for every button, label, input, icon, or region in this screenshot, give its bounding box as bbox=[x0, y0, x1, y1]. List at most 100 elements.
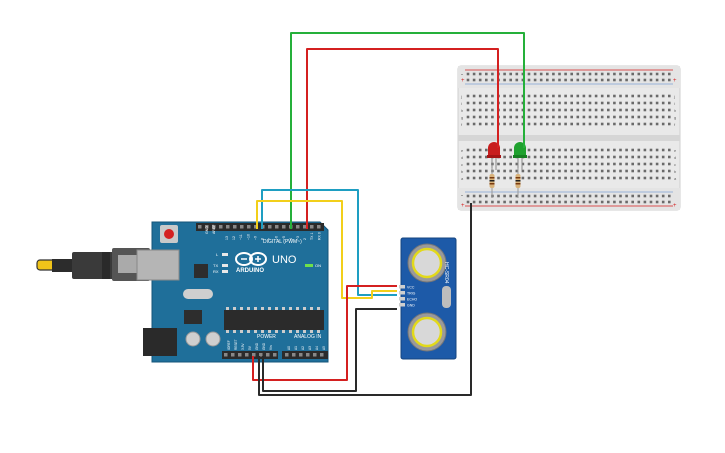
breadboard-hole[interactable] bbox=[472, 115, 476, 119]
breadboard-hole[interactable] bbox=[661, 94, 665, 98]
breadboard-hole[interactable] bbox=[570, 108, 573, 112]
breadboard-hole[interactable] bbox=[631, 148, 634, 152]
breadboard-hole[interactable] bbox=[613, 176, 616, 180]
breadboard-hole[interactable] bbox=[570, 72, 573, 76]
breadboard-hole[interactable] bbox=[509, 194, 512, 198]
breadboard-hole[interactable] bbox=[582, 176, 586, 180]
power-pin-hole[interactable] bbox=[238, 353, 242, 357]
breadboard-hole[interactable] bbox=[509, 200, 512, 204]
breadboard-hole[interactable] bbox=[552, 200, 555, 204]
breadboard-hole[interactable] bbox=[588, 122, 592, 126]
breadboard-hole[interactable] bbox=[478, 78, 482, 82]
breadboard-hole[interactable] bbox=[509, 169, 512, 173]
breadboard-hole[interactable] bbox=[613, 108, 616, 112]
breadboard-hole[interactable] bbox=[491, 94, 494, 98]
breadboard-hole[interactable] bbox=[552, 78, 555, 82]
breadboard-hole[interactable] bbox=[466, 94, 470, 98]
breadboard-hole[interactable] bbox=[600, 78, 604, 82]
breadboard-hole[interactable] bbox=[582, 169, 586, 173]
breadboard-hole[interactable] bbox=[600, 200, 604, 204]
digital-header[interactable] bbox=[196, 223, 324, 231]
breadboard-hole[interactable] bbox=[521, 101, 525, 105]
breadboard-hole[interactable] bbox=[539, 72, 543, 76]
breadboard-hole[interactable] bbox=[613, 78, 616, 82]
power-pin-hole[interactable] bbox=[259, 353, 263, 357]
breadboard-hole[interactable] bbox=[607, 78, 610, 82]
breadboard-hole[interactable] bbox=[546, 155, 549, 159]
digital-pin-hole[interactable] bbox=[303, 225, 307, 229]
breadboard-hole[interactable] bbox=[668, 169, 671, 173]
breadboard-hole[interactable] bbox=[466, 148, 470, 152]
breadboard-hole[interactable] bbox=[576, 108, 580, 112]
breadboard-hole[interactable] bbox=[539, 101, 543, 105]
breadboard-hole[interactable] bbox=[594, 162, 598, 166]
breadboard-hole[interactable] bbox=[564, 176, 567, 180]
breadboard-hole[interactable] bbox=[625, 169, 628, 173]
breadboard-hole[interactable] bbox=[570, 169, 573, 173]
power-pin-hole[interactable] bbox=[266, 353, 270, 357]
breadboard-hole[interactable] bbox=[613, 162, 616, 166]
breadboard-hole[interactable] bbox=[558, 122, 561, 126]
breadboard-hole[interactable] bbox=[491, 122, 494, 126]
breadboard-hole[interactable] bbox=[582, 162, 586, 166]
breadboard-hole[interactable] bbox=[558, 155, 561, 159]
breadboard-hole[interactable] bbox=[533, 108, 537, 112]
breadboard-hole[interactable] bbox=[655, 162, 659, 166]
breadboard-hole[interactable] bbox=[576, 72, 580, 76]
breadboard-hole[interactable] bbox=[625, 94, 628, 98]
breadboard-hole[interactable] bbox=[533, 162, 537, 166]
breadboard-hole[interactable] bbox=[631, 122, 634, 126]
breadboard-hole[interactable] bbox=[491, 72, 494, 76]
breadboard-hole[interactable] bbox=[558, 101, 561, 105]
digital-pin-hole[interactable] bbox=[226, 225, 230, 229]
breadboard-hole[interactable] bbox=[533, 194, 537, 198]
breadboard-hole[interactable] bbox=[655, 108, 659, 112]
breadboard-hole[interactable] bbox=[643, 148, 647, 152]
breadboard-hole[interactable] bbox=[649, 108, 653, 112]
breadboard-hole[interactable] bbox=[588, 162, 592, 166]
breadboard-hole[interactable] bbox=[491, 200, 494, 204]
breadboard-hole[interactable] bbox=[497, 162, 500, 166]
breadboard-hole[interactable] bbox=[582, 101, 586, 105]
breadboard-hole[interactable] bbox=[546, 200, 549, 204]
breadboard-hole[interactable] bbox=[491, 101, 494, 105]
breadboard-hole[interactable] bbox=[478, 155, 482, 159]
breadboard-hole[interactable] bbox=[594, 122, 598, 126]
breadboard-hole[interactable] bbox=[637, 162, 641, 166]
breadboard-hole[interactable] bbox=[485, 162, 488, 166]
breadboard-hole[interactable] bbox=[625, 115, 628, 119]
breadboard-hole[interactable] bbox=[668, 78, 671, 82]
breadboard-hole[interactable] bbox=[503, 78, 506, 82]
breadboard-hole[interactable] bbox=[631, 108, 634, 112]
breadboard-hole[interactable] bbox=[485, 194, 488, 198]
breadboard-hole[interactable] bbox=[619, 155, 622, 159]
breadboard-hole[interactable] bbox=[637, 78, 641, 82]
breadboard-hole[interactable] bbox=[564, 155, 567, 159]
breadboard-hole[interactable] bbox=[588, 148, 592, 152]
breadboard-hole[interactable] bbox=[643, 155, 647, 159]
breadboard-hole[interactable] bbox=[478, 101, 482, 105]
breadboard-hole[interactable] bbox=[478, 200, 482, 204]
breadboard-hole[interactable] bbox=[564, 94, 567, 98]
breadboard-hole[interactable] bbox=[588, 78, 592, 82]
breadboard-hole[interactable] bbox=[503, 200, 506, 204]
breadboard-hole[interactable] bbox=[546, 169, 549, 173]
breadboard-hole[interactable] bbox=[515, 101, 519, 105]
breadboard-hole[interactable] bbox=[472, 78, 476, 82]
breadboard-hole[interactable] bbox=[643, 94, 647, 98]
digital-pin-hole[interactable] bbox=[296, 225, 300, 229]
breadboard-hole[interactable] bbox=[613, 115, 616, 119]
breadboard-hole[interactable] bbox=[607, 122, 610, 126]
breadboard-hole[interactable] bbox=[478, 169, 482, 173]
breadboard-hole[interactable] bbox=[527, 169, 531, 173]
breadboard-hole[interactable] bbox=[625, 122, 628, 126]
breadboard-hole[interactable] bbox=[637, 115, 641, 119]
breadboard-hole[interactable] bbox=[588, 169, 592, 173]
breadboard-hole[interactable] bbox=[582, 94, 586, 98]
breadboard-hole[interactable] bbox=[613, 194, 616, 198]
breadboard-hole[interactable] bbox=[570, 122, 573, 126]
breadboard-hole[interactable] bbox=[613, 148, 616, 152]
breadboard-hole[interactable] bbox=[661, 169, 665, 173]
breadboard-hole[interactable] bbox=[631, 72, 634, 76]
breadboard-hole[interactable] bbox=[564, 78, 567, 82]
